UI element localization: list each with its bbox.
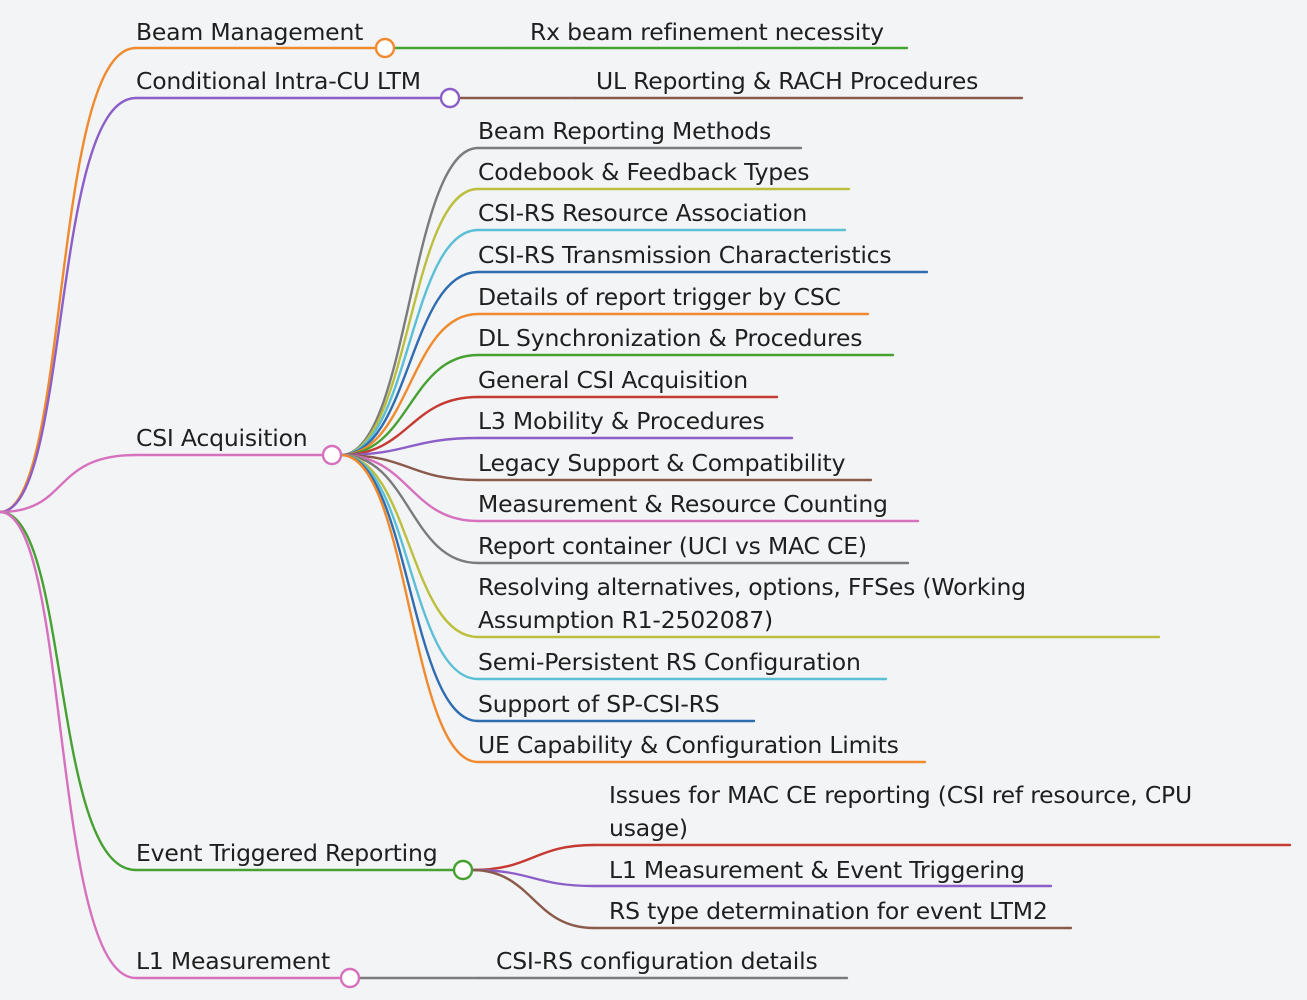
branch-label-conditional-intra-cu-ltm[interactable]: Conditional Intra-CU LTM (136, 67, 421, 95)
child-connector-3-1 (470, 868, 596, 888)
leaf-label-semi-persistent-rs[interactable]: Semi-Persistent RS Configuration (478, 648, 861, 676)
branch-node-2[interactable] (321, 444, 343, 466)
child-connector-2-6 (339, 395, 480, 457)
branch-node-4[interactable] (339, 967, 361, 989)
leaf-label-rs-type-determination[interactable]: RS type determination for event LTM2 (609, 897, 1048, 925)
leaf-label-ul-reporting-rach[interactable]: UL Reporting & RACH Procedures (596, 67, 979, 95)
leaf-label-codebook-feedback[interactable]: Codebook & Feedback Types (478, 158, 810, 186)
leaf-label-csi-rs-transmission[interactable]: CSI-RS Transmission Characteristics (478, 241, 892, 269)
leaf-label-rx-beam-refinement[interactable]: Rx beam refinement necessity (530, 18, 884, 46)
branch-label-csi-acquisition[interactable]: CSI Acquisition (136, 424, 308, 452)
branch-connector-4 (0, 510, 138, 980)
branch-connector-1 (0, 96, 138, 514)
child-connector-2-7 (339, 436, 480, 457)
leaf-label-dl-synchronization[interactable]: DL Synchronization & Procedures (478, 324, 863, 352)
leaf-label-l1-measurement-event[interactable]: L1 Measurement & Event Triggering (609, 856, 1025, 884)
leaf-label-csi-rs-resource-association[interactable]: CSI-RS Resource Association (478, 199, 808, 227)
child-connector-2-1 (339, 187, 480, 457)
child-connector-2-14 (339, 453, 480, 764)
leaf-label-mac-ce-issues[interactable]: Issues for MAC CE reporting (CSI ref res… (609, 781, 1192, 842)
leaf-label-report-trigger-csc[interactable]: Details of report trigger by CSC (478, 283, 841, 311)
branch-label-beam-management[interactable]: Beam Management (136, 18, 364, 46)
child-connector-2-4 (339, 312, 480, 457)
child-connector-2-10 (339, 453, 480, 565)
leaf-label-report-container[interactable]: Report container (UCI vs MAC CE) (478, 532, 867, 560)
child-connector-2-2 (339, 228, 480, 457)
child-connector-2-5 (339, 353, 480, 457)
leaf-label-l3-mobility[interactable]: L3 Mobility & Procedures (478, 407, 765, 435)
child-connector-3-0 (470, 843, 596, 872)
branch-node-3[interactable] (452, 859, 474, 881)
child-connector-2-9 (339, 453, 480, 523)
leaf-label-general-csi-acquisition[interactable]: General CSI Acquisition (478, 366, 748, 394)
leaf-label-beam-reporting-methods[interactable]: Beam Reporting Methods (478, 117, 772, 145)
leaf-label-csi-rs-config-details[interactable]: CSI-RS configuration details (496, 947, 818, 975)
leaf-label-support-sp-csi-rs[interactable]: Support of SP-CSI-RS (478, 690, 720, 718)
child-connector-2-13 (339, 453, 480, 723)
branch-label-event-triggered-reporting[interactable]: Event Triggered Reporting (136, 839, 438, 867)
child-connector-2-8 (339, 453, 480, 482)
branch-connector-3 (0, 510, 138, 872)
branch-node-1[interactable] (439, 87, 461, 109)
branch-node-0[interactable] (374, 37, 396, 59)
leaf-label-resolving-alternatives[interactable]: Resolving alternatives, options, FFSes (… (478, 573, 1026, 634)
branch-label-l1-measurement[interactable]: L1 Measurement (136, 947, 331, 975)
child-connector-2-11 (339, 453, 480, 639)
leaf-label-ue-capability[interactable]: UE Capability & Configuration Limits (478, 731, 899, 759)
child-connector-2-0 (339, 146, 480, 457)
leaf-label-legacy-support[interactable]: Legacy Support & Compatibility (478, 449, 846, 477)
branch-connector-2 (0, 453, 138, 514)
child-connector-2-3 (339, 270, 480, 457)
leaf-label-measurement-resource-counting[interactable]: Measurement & Resource Counting (478, 490, 888, 518)
child-connector-3-2 (470, 868, 596, 930)
branch-connector-0 (0, 46, 138, 514)
